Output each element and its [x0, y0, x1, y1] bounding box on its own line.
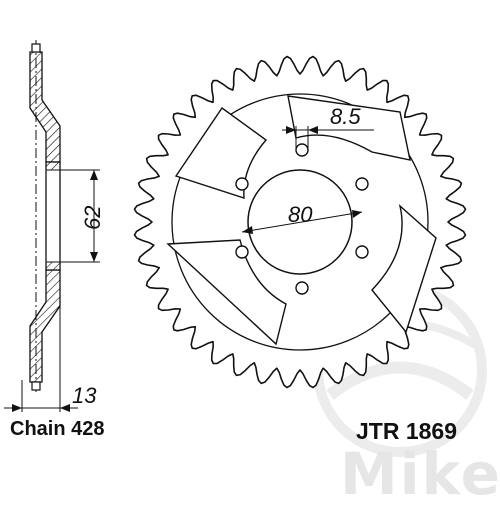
part-number-caption: JTR 1869: [356, 418, 458, 444]
dim-80-label: 80: [288, 202, 313, 227]
dim-13-arrow-left: [12, 404, 22, 412]
dim-8-5-arrow-left: [286, 126, 296, 134]
side-view-tooth-tip-top: [31, 43, 41, 53]
dim-8-5-label: 8.5: [330, 104, 361, 129]
dim-80-line: [241, 211, 363, 233]
lightening-cutout-right: [371, 204, 437, 334]
bolt-hole-1: [295, 143, 309, 157]
lightening-cutout-left: [174, 107, 268, 199]
dim-62-arrow-bottom: [90, 252, 98, 262]
dim-62-label: 62: [80, 206, 105, 230]
side-view-hub-mark-top: [45, 161, 61, 171]
chain-size-caption: Chain 428: [10, 418, 105, 440]
dim-80-arrow-left: [242, 226, 253, 234]
sprocket-front-view: 8.5 80: [133, 55, 467, 389]
side-view-hub-mark-bottom: [45, 261, 61, 271]
watermark-brand-text: Mike: [340, 440, 500, 508]
bolt-hole-3: [355, 245, 369, 259]
dim-62-arrow-top: [90, 170, 98, 180]
bolt-hole-2: [355, 177, 369, 191]
dim-13-label: 13: [72, 383, 97, 408]
dim-8-5-arrow-right: [308, 126, 318, 134]
dim-80-arrow-right: [352, 210, 362, 218]
lightening-cutout-bottom-left: [166, 239, 287, 346]
bolt-hole-6: [235, 177, 249, 191]
dim-13-arrow-right: [60, 404, 70, 412]
bolt-hole-4: [295, 281, 309, 295]
side-view-tooth-tip-bottom: [31, 381, 41, 391]
sprocket-side-section-view: 62 13: [4, 40, 105, 412]
lightening-cutout-top: [287, 95, 411, 161]
side-view-top-rim: [29, 51, 61, 163]
side-view-hub-plate: [45, 161, 61, 271]
side-view-bottom-rim: [29, 269, 61, 383]
bolt-hole-5: [235, 245, 249, 259]
tooth-root-circle: [171, 93, 429, 351]
